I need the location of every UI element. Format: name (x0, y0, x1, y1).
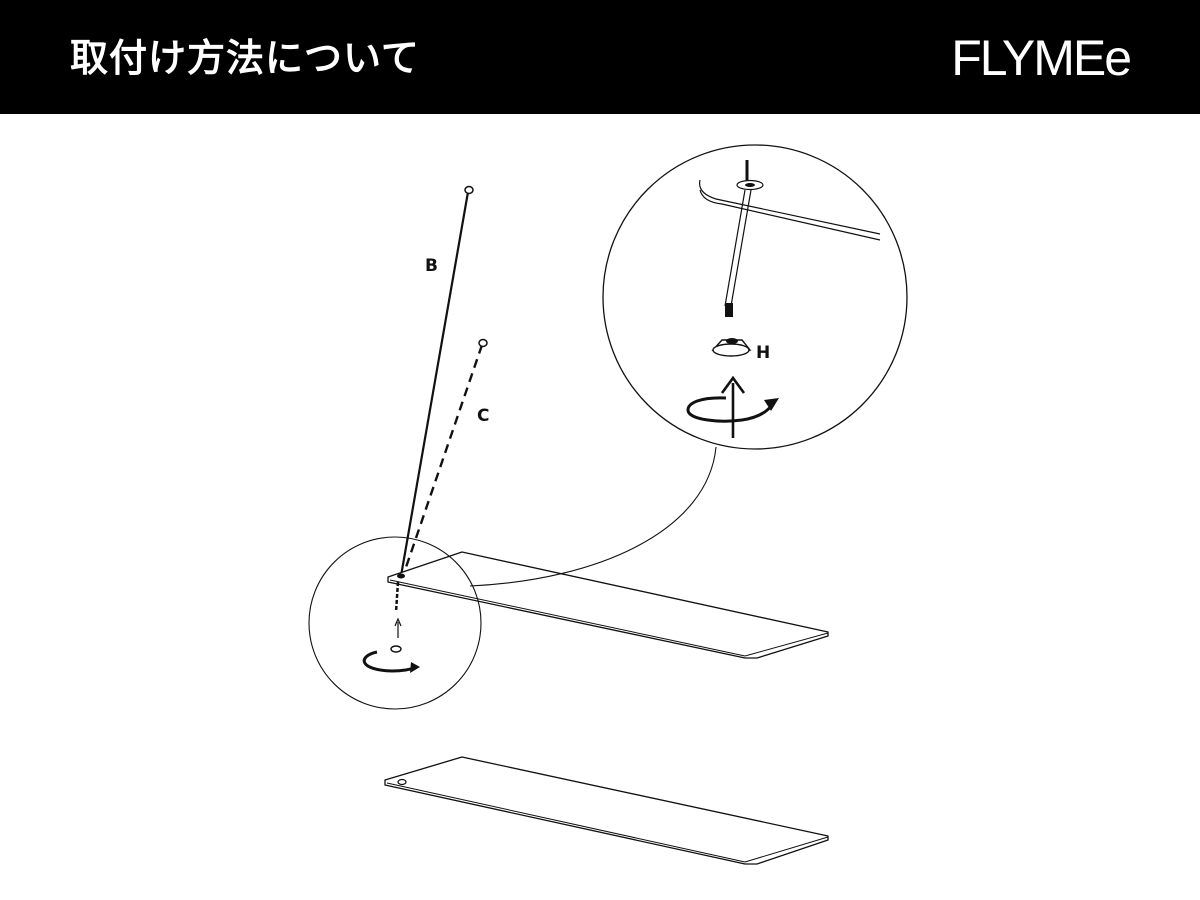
shelf-hole (397, 573, 405, 579)
pole-b-top-ball (464, 185, 474, 195)
pole-c-top-ball (478, 338, 488, 348)
rotate-arrow-icon (686, 396, 779, 423)
upper-shelf-panel (387, 551, 829, 659)
callout-connector (469, 446, 717, 587)
label-c: C (477, 406, 489, 426)
brand-logo: FLYMEe (951, 30, 1132, 86)
small-rotate-arrow (362, 650, 418, 673)
page-title: 取付け方法について (70, 36, 420, 80)
lower-shelf-panel (384, 756, 829, 865)
assembly-diagram: B C H (308, 144, 908, 865)
detail-circle-large (602, 144, 908, 450)
small-foot-part (390, 645, 402, 653)
lower-shelf-hole (397, 778, 407, 786)
label-b: B (425, 256, 438, 276)
part-h (711, 338, 752, 357)
pole-c (401, 338, 488, 577)
detail-circle-small (308, 536, 482, 710)
threaded-tip (725, 303, 733, 317)
header-bar: 取付け方法について FLYMEe (0, 0, 1200, 114)
up-arrow-icon (720, 375, 746, 438)
pole-b (399, 185, 474, 577)
label-h: H (756, 343, 770, 363)
